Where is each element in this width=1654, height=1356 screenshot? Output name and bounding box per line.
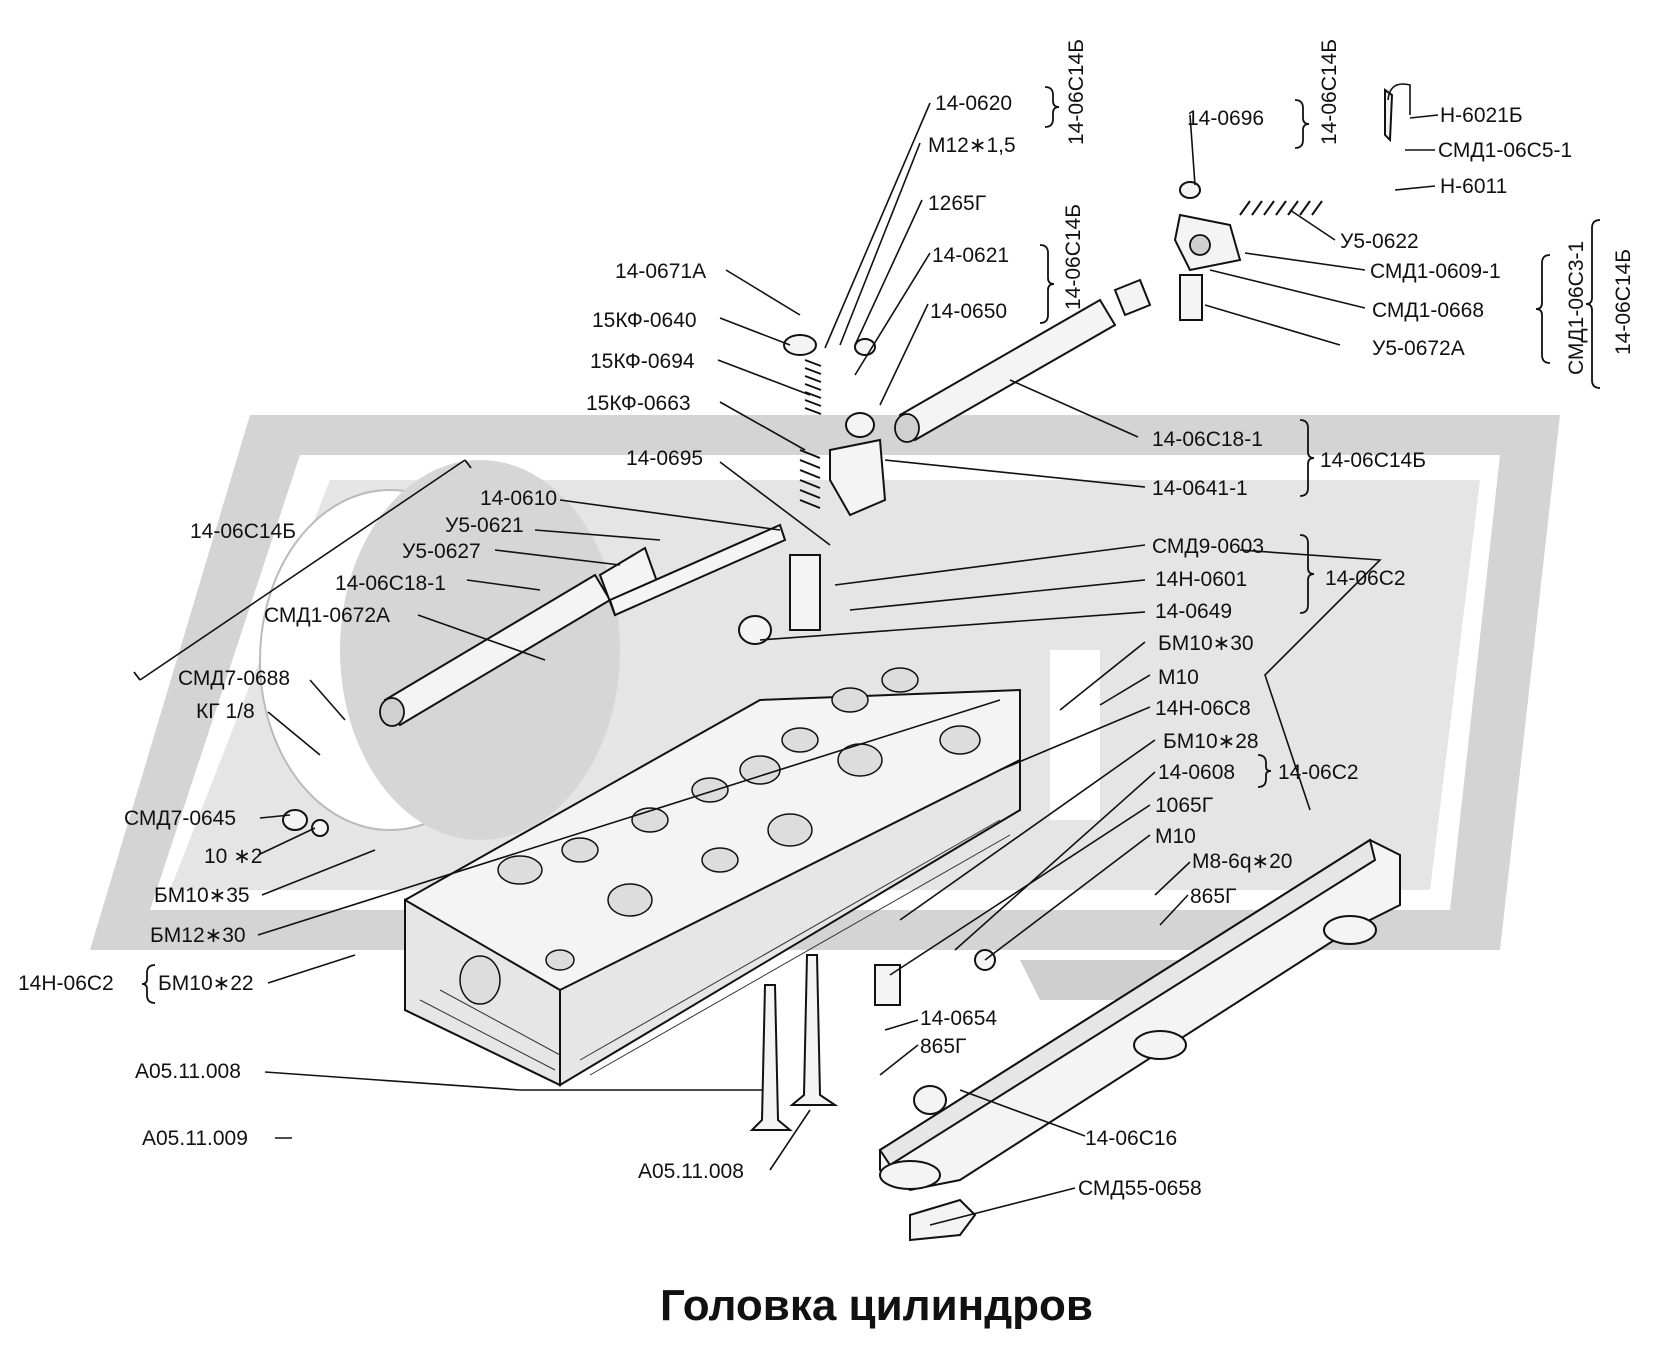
leader-lines	[139, 102, 1439, 1226]
vertical-label: 14-06С14Б	[1612, 249, 1635, 355]
label: А05.11.009	[142, 1127, 248, 1150]
label: СМД1-0668	[1372, 299, 1484, 322]
label: 14-06С14Б	[1320, 449, 1426, 472]
label: 14-0654	[920, 1007, 997, 1030]
vertical-label: 14-06С14Б	[1065, 39, 1088, 145]
label: 14Н-0601	[1155, 568, 1247, 591]
label: М12∗1,5	[928, 134, 1016, 157]
label: БМ10∗30	[1158, 632, 1254, 655]
rocker-shaft-right	[894, 278, 1152, 443]
label: 14-06С2	[1278, 761, 1359, 784]
label: СМД1-06С5-1	[1438, 139, 1572, 162]
label: 14-06С14Б	[190, 520, 296, 543]
label: 14-06С18-1	[1152, 428, 1263, 451]
label: 15КФ-0663	[586, 392, 691, 415]
label: Н-6011	[1440, 175, 1507, 198]
label: У5-0622	[1340, 230, 1419, 253]
page-title: Головка цилиндров	[660, 1281, 1093, 1330]
label: 15КФ-0694	[590, 350, 695, 373]
label: КГ 1/8	[196, 700, 255, 723]
label: 14Н-06С8	[1155, 697, 1251, 720]
label: СМД1-0672А	[264, 604, 390, 627]
label: СМД7-0645	[124, 807, 236, 830]
label: М8-6q∗20	[1192, 850, 1292, 873]
valve-springs	[799, 200, 1323, 509]
manifold	[878, 838, 1401, 1242]
label: 14-06С18-1	[335, 572, 446, 595]
label: Н-6021Б	[1440, 104, 1523, 127]
label: 865Г	[1190, 885, 1236, 908]
label: 1265Г	[928, 192, 986, 215]
label: СМД9-0603	[1152, 535, 1264, 558]
label: СМД7-0688	[178, 667, 290, 690]
label: 14-0695	[626, 447, 703, 470]
label: У5-0627	[402, 540, 481, 563]
label: СМД55-0658	[1078, 1177, 1202, 1200]
rocker-shaft-left	[379, 523, 787, 727]
label: 14-0650	[930, 300, 1007, 323]
part-labels: 14-0620 М12∗1,5 1265Г 14-0621 14-0650 14…	[18, 92, 1572, 1200]
label: 14-0608	[1158, 761, 1235, 784]
label: 14-0621	[932, 244, 1009, 267]
label: А05.11.008	[135, 1060, 241, 1083]
vertical-label: 14-06С14Б	[1062, 204, 1085, 310]
label: 865Г	[920, 1035, 966, 1058]
watermark	[90, 415, 1560, 1000]
label: 14-06С16	[1085, 1127, 1177, 1150]
label: 14-0620	[935, 92, 1012, 115]
label: БМ10∗28	[1163, 730, 1259, 753]
label: 1065Г	[1155, 794, 1213, 817]
label: У5-0672А	[1372, 337, 1465, 360]
label: М10	[1158, 666, 1199, 689]
label: 14Н-06С2	[18, 972, 114, 995]
label: 14-0641-1	[1152, 477, 1248, 500]
cylinder-head-block	[404, 667, 1021, 1087]
label: 14-0671А	[615, 260, 706, 283]
vertical-labels: 14-06С14Б 14-06С14Б 14-06С14Б СМД1-06С3-…	[1062, 39, 1635, 375]
label: 15КФ-0640	[592, 309, 697, 332]
label: БМ12∗30	[150, 924, 246, 947]
braces	[133, 86, 1601, 1004]
label: БМ10∗22	[158, 972, 254, 995]
label: А05.11.008	[638, 1160, 744, 1183]
label: СМД1-0609-1	[1370, 260, 1501, 283]
valves	[749, 954, 839, 1131]
label: У5-0621	[445, 514, 524, 537]
small-parts	[282, 83, 1411, 1006]
label: 14-0610	[480, 487, 557, 510]
label: 14-0649	[1155, 600, 1232, 623]
label: М10	[1155, 825, 1196, 848]
label: 14-06С2	[1325, 567, 1406, 590]
vertical-label: 14-06С14Б	[1318, 39, 1341, 145]
label: 14-0696	[1187, 107, 1264, 130]
label: БМ10∗35	[154, 884, 250, 907]
label: 10 ∗2	[204, 845, 262, 868]
vertical-label: СМД1-06С3-1	[1565, 241, 1588, 375]
